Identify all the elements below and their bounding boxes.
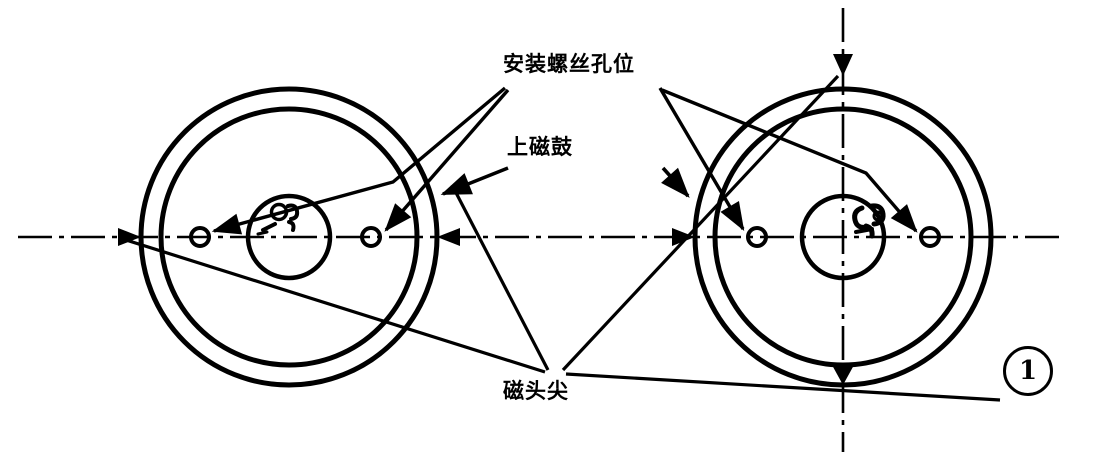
left-drum-mid-circle	[158, 106, 420, 368]
left-drum-head-tip-right	[437, 228, 460, 246]
leader-tip-1	[450, 184, 550, 371]
leader-lines-upper-drum	[440, 166, 690, 198]
right-drum-hub-circle	[799, 193, 887, 281]
left-drum-screw-hole-right	[360, 226, 382, 248]
right-drum-screw-hole-right	[919, 226, 941, 248]
leader-screw-right-1	[658, 87, 745, 232]
label-upper-magnetic-drum: 上磁鼓	[507, 135, 573, 159]
leader-screw-left-2	[384, 88, 510, 232]
left-drum-hub-circle	[245, 193, 333, 281]
left-drum-screw-hole-left	[189, 226, 211, 248]
label-screw-hole-position: 安装螺丝孔位	[503, 52, 635, 76]
right-drum-screw-hole-left	[746, 226, 768, 248]
left-drum	[118, 86, 460, 388]
right-drum-hub-annotation	[852, 203, 886, 239]
leader-tip-2	[125, 238, 546, 374]
leader-drum-left	[440, 166, 509, 196]
leader-tip-4	[565, 372, 1001, 402]
leader-drum-right	[661, 166, 690, 198]
right-drum	[672, 54, 994, 388]
figure-number-badge: 1	[1003, 346, 1053, 396]
right-drum-head-tip-bottom	[832, 365, 854, 385]
leader-lines-head-tip	[125, 74, 1001, 402]
leader-tip-3	[561, 74, 840, 372]
leader-screw-left-1	[211, 86, 507, 235]
right-drum-head-tip-top	[833, 54, 853, 76]
leader-lines-screw-holes	[211, 86, 918, 235]
right-drum-head-tip-left	[672, 228, 695, 246]
label-magnetic-head-tip: 磁头尖	[503, 379, 569, 403]
leader-screw-right-2	[661, 88, 918, 233]
left-drum-head-tip-left	[118, 228, 141, 246]
